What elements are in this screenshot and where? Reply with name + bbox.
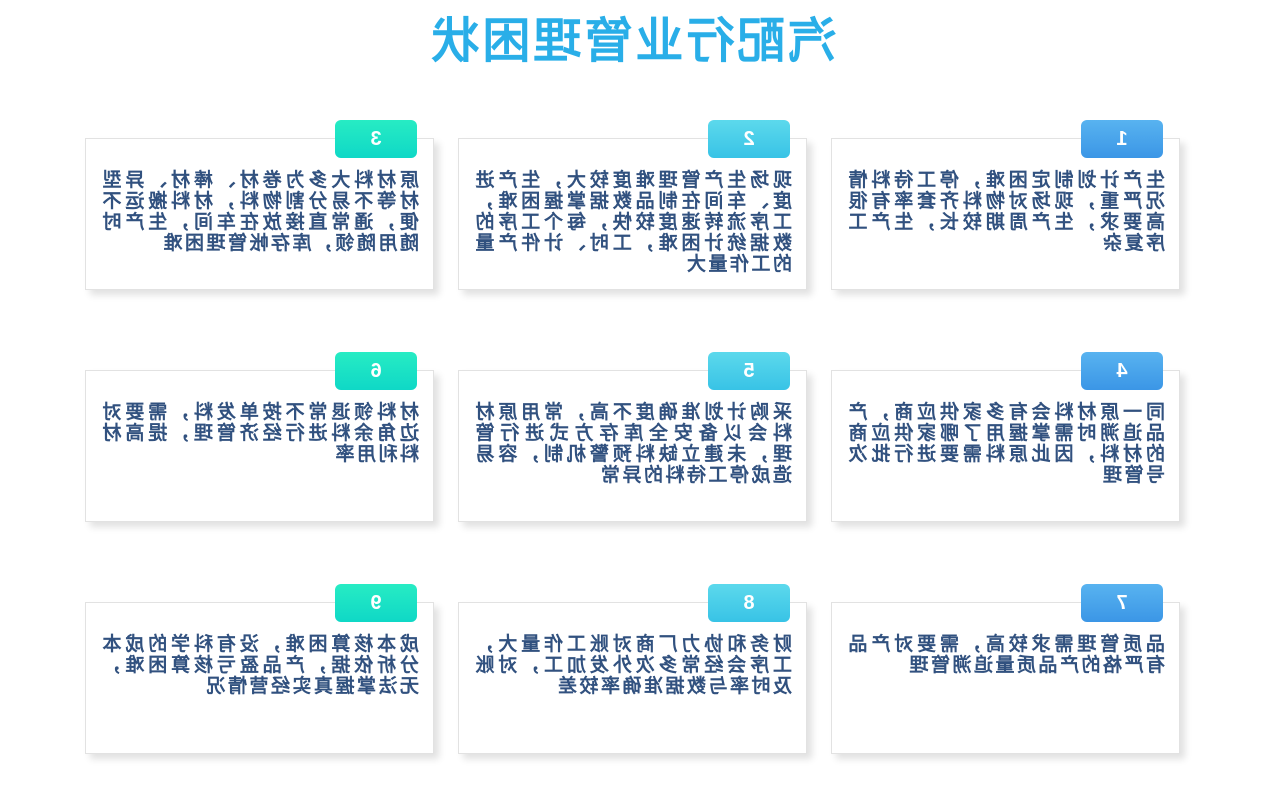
card-5-number-tab: 5 [708,352,790,390]
card-7-number-tab: 7 [1081,584,1163,622]
card-1-number-tab: 1 [1081,120,1163,158]
page-title: 汽配行业管理困状 [428,15,837,68]
card-grid: 1 生产计划制定困难，停工待料情况严重，现场对物料齐套率有很高要求，生产周期较长… [0,120,1265,754]
card-2: 2 现场生产管理难度较大，生产进度、车间在制品数据掌握困难，工序流转速度较快，每… [458,120,807,290]
card-4: 4 同一原材料会有多家供应商，产品追溯时需掌握用了哪家供应商的材料，因此原料需要… [831,352,1180,522]
card-3-number-tab: 3 [335,120,417,158]
card-5-text: 采购计划准确度不高，常用原材料会以备安全库存方式进行管理，未建立缺料预警机制，容… [473,402,792,486]
card-5: 5 采购计划准确度不高，常用原材料会以备安全库存方式进行管理，未建立缺料预警机制… [458,352,807,522]
card-1-text: 生产计划制定困难，停工待料情况严重，现场对物料齐套率有很高要求，生产周期较长，生… [846,170,1165,254]
card-6-number-tab: 6 [335,352,417,390]
card-4-number-tab: 4 [1081,352,1163,390]
card-1: 1 生产计划制定困难，停工待料情况严重，现场对物料齐套率有很高要求，生产周期较长… [831,120,1180,290]
card-8-text: 财务和协力厂商对账工作量大，工序会经常多次外发加工，对账及时率与数据准确率较差 [473,634,792,697]
card-2-text: 现场生产管理难度较大，生产进度、车间在制品数据掌握困难，工序流转速度较快，每个工… [473,170,792,275]
card-6: 6 材料领退常不按单发料，需要对边角余料进行经济管理，提高材料利用率 [85,352,434,522]
card-7-text: 品质管理需求较高，需要对产品有严格的产品质量追溯管理 [846,634,1165,676]
card-3-text: 原材料大多为卷材、棒材、异型材等不易分割物料，材料搬运不便，通常直接放在车间，生… [100,170,419,254]
card-2-number-tab: 2 [708,120,790,158]
card-9-text: 成本核算困难，没有科学的成本分析依据，产品盈亏核算困难，无法掌握真实经营情况 [100,634,419,697]
card-9: 9 成本核算困难，没有科学的成本分析依据，产品盈亏核算困难，无法掌握真实经营情况 [85,584,434,754]
card-9-number-tab: 9 [335,584,417,622]
card-8-number-tab: 8 [708,584,790,622]
card-8: 8 财务和协力厂商对账工作量大，工序会经常多次外发加工，对账及时率与数据准确率较… [458,584,807,754]
card-6-text: 材料领退常不按单发料，需要对边角余料进行经济管理，提高材料利用率 [100,402,419,465]
card-7: 7 品质管理需求较高，需要对产品有严格的产品质量追溯管理 [831,584,1180,754]
card-3: 3 原材料大多为卷材、棒材、异型材等不易分割物料，材料搬运不便，通常直接放在车间… [85,120,434,290]
card-4-text: 同一原材料会有多家供应商，产品追溯时需掌握用了哪家供应商的材料，因此原料需要进行… [846,402,1165,486]
